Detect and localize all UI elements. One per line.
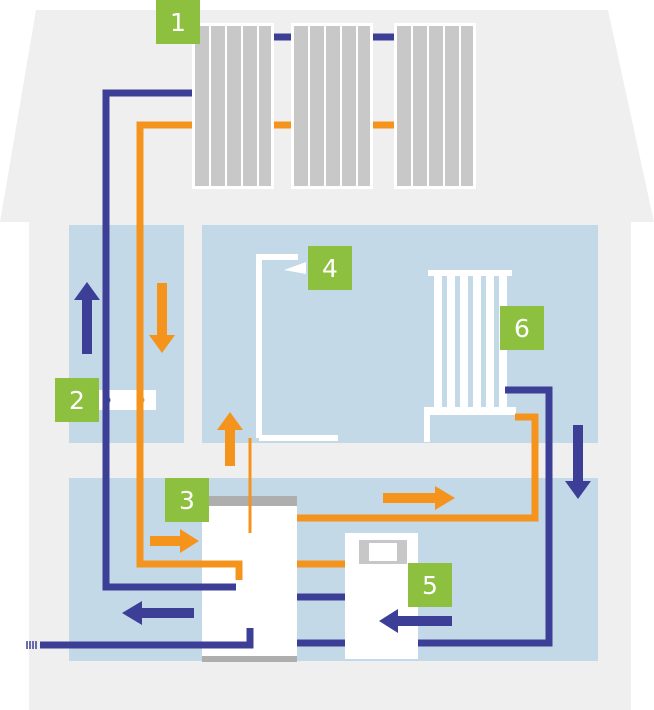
radiator-return-pipe (418, 386, 553, 647)
cold-pipes (40, 89, 553, 649)
collector-return-pipe (102, 89, 236, 591)
label-boiler: 5 (408, 563, 452, 607)
arrow-left-icon (379, 609, 452, 633)
label-radiator: 6 (500, 306, 544, 350)
boiler-icon (345, 533, 418, 659)
room-basement (69, 478, 598, 661)
label-storage-tank: 3 (165, 478, 209, 522)
arrow-right-icon (150, 529, 199, 553)
solar-collectors (192, 23, 476, 189)
arrow-down-icon (149, 283, 175, 353)
radiator-flow-pipe (297, 413, 539, 522)
hot-pipes (136, 121, 539, 580)
arrow-left-icon (122, 601, 194, 625)
label-controller: 2 (55, 378, 99, 422)
shower-head-icon (284, 262, 306, 274)
collector-flow-pipe (136, 121, 243, 580)
label-collectors: 1 (156, 0, 200, 44)
label-shower: 4 (308, 246, 352, 290)
arrow-right-icon (383, 486, 455, 510)
flow-arrows (74, 282, 591, 633)
arrow-down-icon (565, 425, 591, 499)
tank-drain-pipe (40, 628, 254, 649)
supply-inlet-icon (26, 641, 37, 649)
shower (256, 254, 338, 441)
arrow-up-icon (217, 412, 243, 466)
arrow-up-icon (74, 282, 100, 354)
